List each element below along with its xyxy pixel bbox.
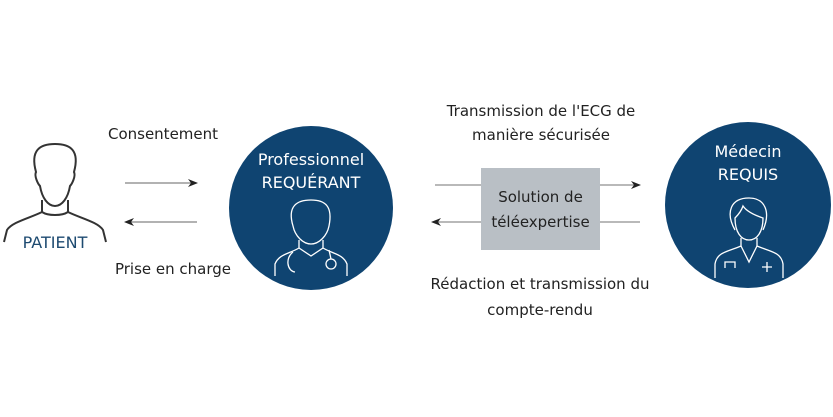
solution-line1: Solution de [498,188,583,206]
report-label-line1: Rédaction et transmission du [430,275,650,293]
ecg-label-line2: manière sécurisée [472,126,610,144]
solution-line2: téléexpertise [491,213,590,231]
ecg-label-line1: Transmission de l'ECG de [446,102,636,120]
requis-line1: Médecin [714,142,782,161]
patient-label: PATIENT [22,233,88,252]
requis-line2: REQUIS [717,165,779,184]
report-label-line2: compte-rendu [487,301,593,319]
requerant-line2: REQUÉRANT [261,173,361,192]
requis-circle: Médecin REQUIS [665,122,831,288]
consent-label: Consentement [107,125,219,143]
female-doctor-icon [714,197,784,278]
care-label: Prise en charge [114,260,232,278]
solution-box: Solution de téléexpertise [481,168,600,250]
requerant-line1: Professionnel [257,150,365,169]
patient-icon [3,142,107,243]
doctor-icon [274,199,348,276]
requerant-circle: Professionnel REQUÉRANT [229,126,393,290]
